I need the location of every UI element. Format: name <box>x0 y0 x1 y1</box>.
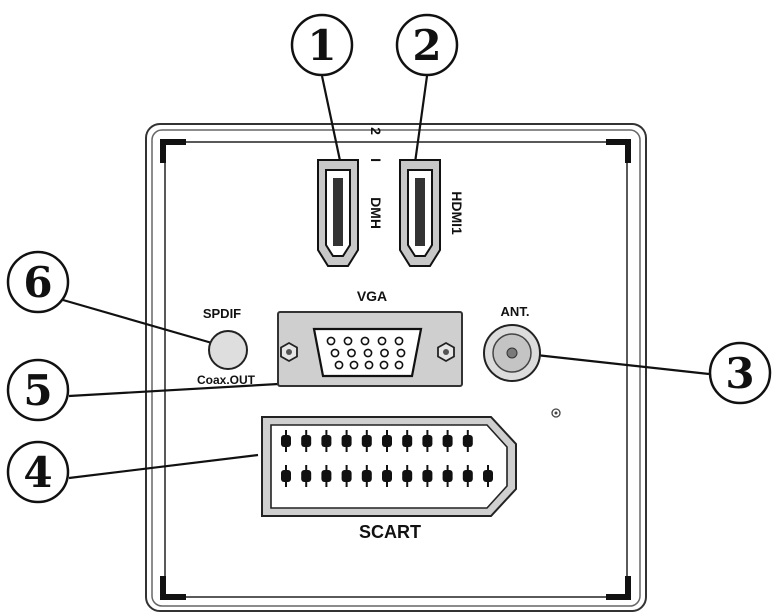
scart-pin <box>321 430 332 452</box>
hdmi-right-label: HDMI1 <box>449 191 465 235</box>
corner-bracket-bottom-right <box>606 576 631 600</box>
callout-5-number: 5 <box>23 366 52 415</box>
vga-pin <box>380 348 389 358</box>
corner-bracket-top-right <box>606 139 631 163</box>
vga-pin <box>379 360 389 370</box>
scart-pin <box>462 430 473 452</box>
vga-pin <box>364 360 374 370</box>
scart-pin <box>402 430 413 452</box>
callout-1: 1 <box>290 13 354 77</box>
scart-pins <box>281 430 493 487</box>
indicator-hole <box>551 408 561 418</box>
leader-line-6 <box>62 298 213 345</box>
scart-pin <box>361 465 372 487</box>
scart-pin <box>281 430 291 452</box>
scart-pin <box>321 465 332 487</box>
leader-line-3 <box>535 353 710 376</box>
scart-pin <box>361 430 372 452</box>
vga-label: VGA <box>357 288 387 304</box>
scart-pin <box>402 465 413 487</box>
leader-line-4 <box>68 453 259 480</box>
vga-port <box>277 311 463 387</box>
spdif-coax-jack <box>208 330 248 370</box>
hdmi-port-right <box>399 159 441 267</box>
vga-pin <box>347 348 356 358</box>
corner-bracket-bottom-left <box>160 576 186 600</box>
callout-3: 3 <box>708 341 772 405</box>
scart-pin <box>442 430 453 452</box>
leader-line-1 <box>320 75 344 171</box>
vga-pin <box>343 336 353 346</box>
scart-pin <box>301 430 312 452</box>
scart-pin <box>301 465 312 487</box>
vga-pin <box>326 336 336 346</box>
scart-pin <box>341 465 352 487</box>
scart-pin <box>422 430 433 452</box>
corner-bracket-top-left <box>160 139 186 163</box>
callout-5: 5 <box>6 358 70 422</box>
callout-2-number: 2 <box>412 21 441 70</box>
hdmi-left-label-dmh: DMH <box>368 197 384 229</box>
scart-pin <box>382 430 392 452</box>
vga-pin <box>396 348 406 358</box>
scart-pin <box>341 430 352 452</box>
vga-pin <box>330 348 340 358</box>
vga-pin <box>394 360 404 370</box>
spdif-label: SPDIF <box>203 306 241 321</box>
callout-2: 2 <box>395 13 459 77</box>
vga-pin <box>377 336 387 346</box>
scart-pin <box>382 465 392 487</box>
callout-6-number: 6 <box>23 258 52 307</box>
callout-1-number: 1 <box>307 21 336 70</box>
ant-label: ANT. <box>501 304 530 319</box>
scart-pin <box>422 465 433 487</box>
scart-port <box>261 416 517 517</box>
scart-pin <box>281 465 291 487</box>
vga-pin <box>360 336 370 346</box>
panel-inner-frame <box>151 129 641 607</box>
vga-pin <box>334 360 344 370</box>
scart-pin <box>462 465 473 487</box>
callout-3-number: 3 <box>725 349 754 398</box>
scart-pin <box>483 465 493 487</box>
callout-4: 4 <box>6 440 70 504</box>
vga-pin <box>349 360 359 370</box>
antenna-port <box>483 324 541 382</box>
callout-6: 6 <box>6 250 70 314</box>
callout-4-number: 4 <box>23 448 52 497</box>
leader-line-2 <box>412 75 429 171</box>
hdmi-left-label-2: 2 <box>368 127 384 135</box>
coax-out-label: Coax.OUT <box>197 373 256 387</box>
vga-pin <box>394 336 404 346</box>
hdmi-left-label-i: I <box>368 158 384 162</box>
scart-label: SCART <box>359 522 421 542</box>
leader-line-5 <box>68 381 297 398</box>
hdmi-port-left <box>317 159 359 267</box>
scart-pin <box>442 465 453 487</box>
vga-pins <box>326 336 406 370</box>
vga-pin <box>363 348 373 358</box>
panel-face <box>164 141 628 598</box>
